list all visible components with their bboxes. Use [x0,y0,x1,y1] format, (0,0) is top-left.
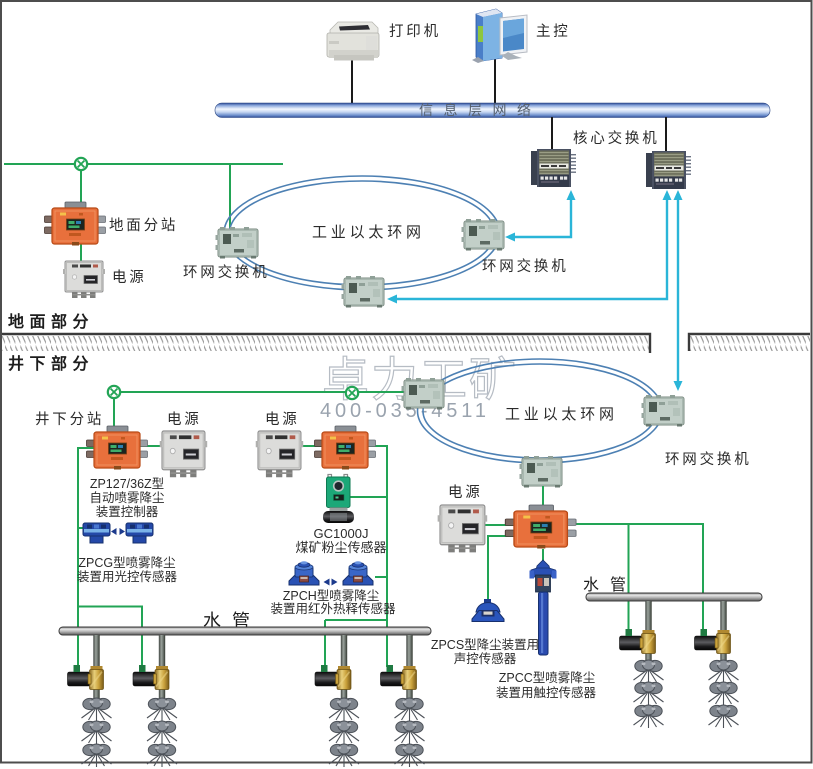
svg-text:ZP127/36Z型: ZP127/36Z型 [90,477,164,491]
svg-text:地面部分: 地面部分 [8,312,94,331]
svg-text:ZPCC型喷雾降尘: ZPCC型喷雾降尘 [499,671,596,685]
svg-text:装置控制器: 装置控制器 [96,505,159,519]
svg-text:核心交换机: 核心交换机 [573,129,660,147]
svg-text:水管: 水管 [583,576,637,594]
svg-text:井下分站: 井下分站 [35,411,104,428]
svg-text:信息层网络: 信息层网络 [419,102,542,118]
svg-text:ZPCS型降尘装置用: ZPCS型降尘装置用 [431,638,539,652]
svg-text:主控: 主控 [536,23,571,40]
svg-text:工业以太环网: 工业以太环网 [312,224,425,241]
svg-text:ZPCH型喷雾降尘: ZPCH型喷雾降尘 [283,589,380,603]
svg-text:自动喷雾降尘: 自动喷雾降尘 [89,491,164,505]
svg-text:装置用触控传感器: 装置用触控传感器 [496,685,597,700]
svg-text:电源: 电源 [265,411,300,428]
svg-text:ZPCG型喷雾降尘: ZPCG型喷雾降尘 [78,556,175,570]
svg-text:工业以太环网: 工业以太环网 [505,406,618,423]
svg-text:环网交换机: 环网交换机 [482,257,569,275]
svg-text:环网交换机: 环网交换机 [183,263,270,281]
svg-text:地面分站: 地面分站 [109,217,178,234]
svg-text:电源: 电源 [167,411,202,428]
svg-text:环网交换机: 环网交换机 [665,450,752,468]
svg-text:打印机: 打印机 [389,23,441,40]
svg-text:井下部分: 井下部分 [8,354,94,373]
svg-text:电源: 电源 [112,269,147,286]
svg-text:水管: 水管 [203,611,261,631]
svg-text:声控传感器: 声控传感器 [454,651,517,666]
svg-text:装置用红外热释传感器: 装置用红外热释传感器 [270,601,396,616]
svg-text:煤矿粉尘传感器: 煤矿粉尘传感器 [295,540,386,555]
svg-text:电源: 电源 [448,484,483,501]
svg-text:装置用光控传感器: 装置用光控传感器 [77,569,178,584]
svg-text:GC1000J: GC1000J [314,526,369,541]
